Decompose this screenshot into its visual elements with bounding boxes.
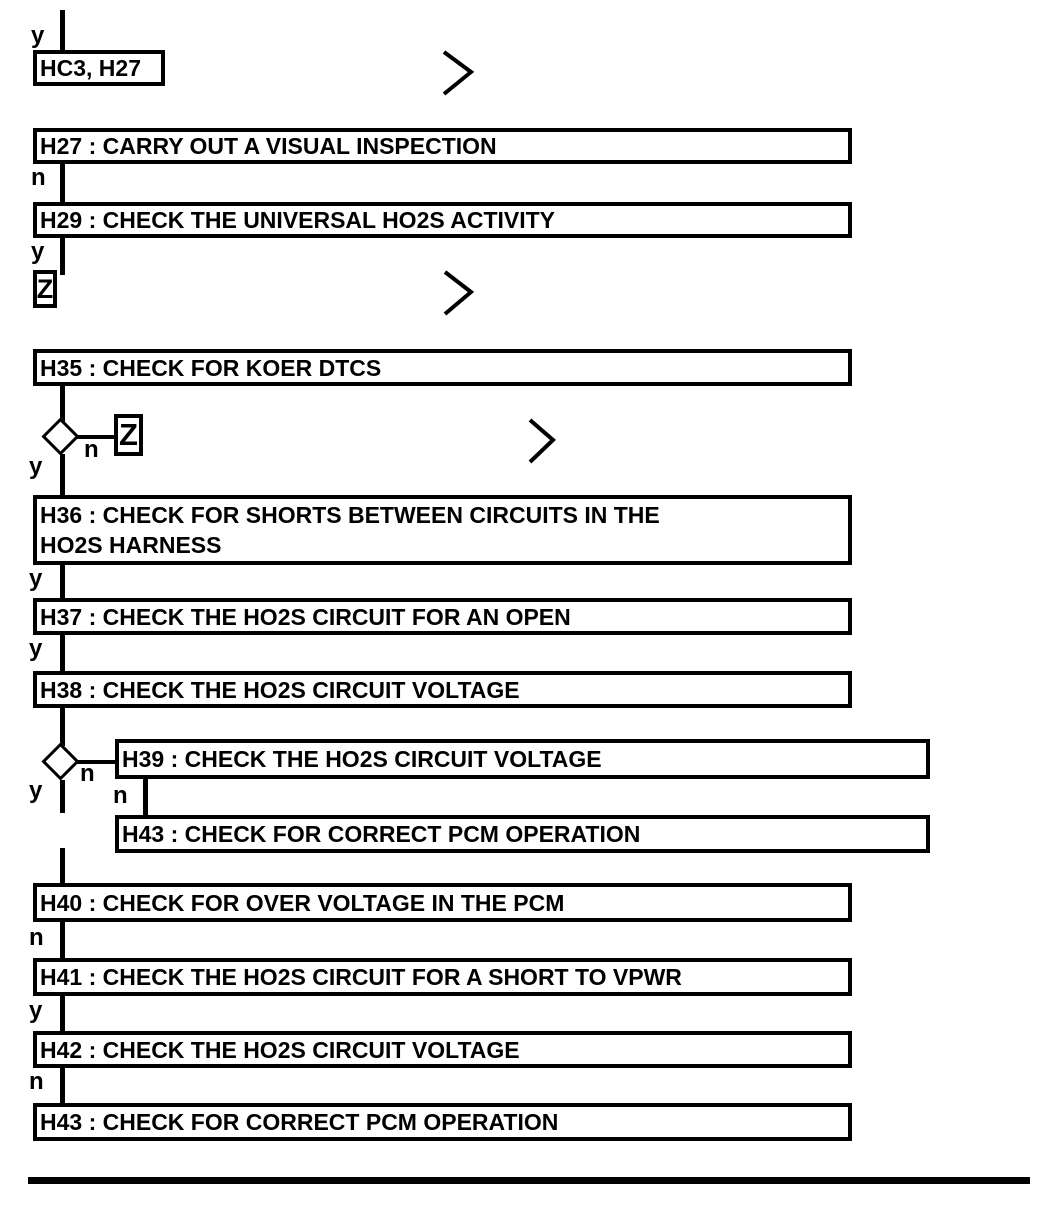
connector-line [76, 435, 114, 439]
branch-label-no: n [29, 924, 44, 951]
connector-z-box: Z [33, 270, 57, 308]
flow-step-h43-lower: H43 : CHECK FOR CORRECT PCM OPERATION [33, 1103, 852, 1141]
branch-label-yes: y [31, 22, 45, 49]
decision-diamond [41, 417, 80, 456]
flow-step-hc3-h27: HC3, H27 [33, 50, 165, 86]
branch-label-no: n [29, 1068, 44, 1095]
flow-step-h36: H36 : CHECK FOR SHORTS BETWEEN CIRCUITS … [33, 495, 852, 565]
branch-label-yes: y [29, 565, 43, 592]
connector-line [60, 10, 65, 50]
branch-label-no: n [84, 436, 99, 463]
connector-line [143, 779, 148, 816]
connector-line [60, 1068, 65, 1104]
decision-diamond [41, 742, 80, 781]
branch-label-no: n [113, 782, 128, 809]
continue-arrow-icon [443, 270, 475, 316]
connector-z-box: Z [114, 414, 143, 456]
flow-step-h37: H37 : CHECK THE HO2S CIRCUIT FOR AN OPEN [33, 598, 852, 635]
flow-step-h38: H38 : CHECK THE HO2S CIRCUIT VOLTAGE [33, 671, 852, 708]
connector-line [60, 708, 65, 746]
branch-label-yes: y [29, 997, 43, 1024]
flow-step-h35: H35 : CHECK FOR KOER DTCS [33, 349, 852, 386]
branch-label-no: n [31, 164, 46, 191]
connector-line [60, 454, 65, 496]
connector-line [60, 635, 65, 672]
flow-step-h27: H27 : CARRY OUT A VISUAL INSPECTION [33, 128, 852, 164]
flow-step-h42: H42 : CHECK THE HO2S CIRCUIT VOLTAGE [33, 1031, 852, 1068]
continue-arrow-icon [442, 50, 475, 96]
connector-line [60, 996, 65, 1032]
branch-label-yes: y [29, 777, 43, 804]
connector-line [60, 565, 65, 601]
branch-label-yes: y [29, 453, 43, 480]
connector-line [76, 760, 115, 764]
connector-line [60, 780, 65, 813]
footer-rule [28, 1177, 1030, 1184]
continue-arrow-icon [528, 418, 556, 464]
connector-line [60, 848, 65, 885]
connector-line [60, 238, 65, 275]
branch-label-yes: y [31, 238, 45, 265]
branch-label-yes: y [29, 635, 43, 662]
flow-step-h43-upper: H43 : CHECK FOR CORRECT PCM OPERATION [115, 815, 930, 853]
flow-step-h39: H39 : CHECK THE HO2S CIRCUIT VOLTAGE [115, 739, 930, 779]
flow-step-h40: H40 : CHECK FOR OVER VOLTAGE IN THE PCM [33, 883, 852, 922]
flow-step-h29: H29 : CHECK THE UNIVERSAL HO2S ACTIVITY [33, 202, 852, 238]
branch-label-no: n [80, 760, 95, 787]
connector-line [60, 922, 65, 959]
flow-step-h41: H41 : CHECK THE HO2S CIRCUIT FOR A SHORT… [33, 958, 852, 996]
connector-line [60, 164, 65, 204]
connector-line [60, 386, 65, 423]
